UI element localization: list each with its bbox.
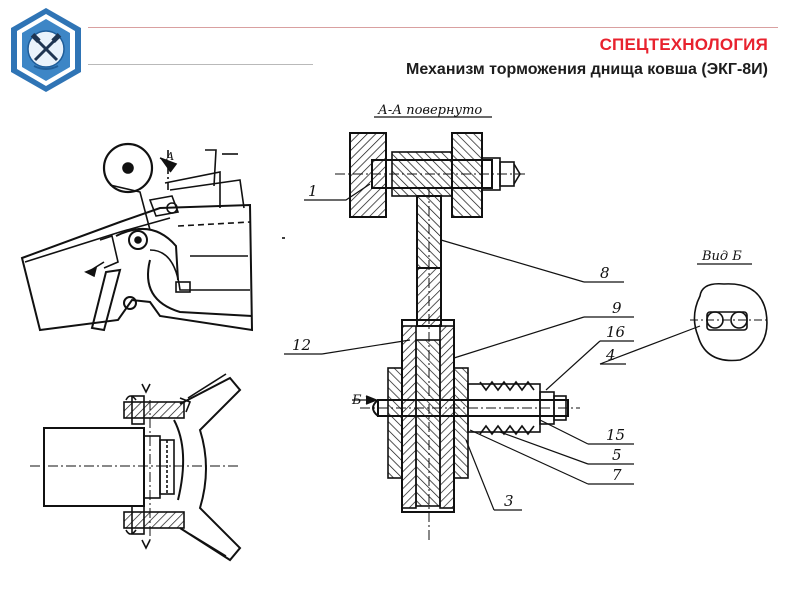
top-hatched-block-left bbox=[349, 132, 387, 218]
callout-15: 15 bbox=[606, 426, 625, 444]
callout-12: 12 bbox=[292, 336, 311, 354]
view-b-detail bbox=[690, 263, 770, 362]
callout-16: 16 bbox=[606, 323, 626, 341]
callout-4: 4 bbox=[605, 346, 616, 364]
top-hatched-block-right bbox=[451, 132, 483, 218]
bucket-plan-view bbox=[30, 373, 242, 562]
header-rule bbox=[88, 27, 778, 28]
callout-5: 5 bbox=[612, 446, 622, 464]
callout-7: 7 bbox=[612, 466, 622, 484]
plan-top-bolt bbox=[123, 383, 192, 425]
callout-9: 9 bbox=[612, 299, 622, 317]
slide-title: Механизм торможения днища ковша (ЭКГ-8И) bbox=[406, 61, 768, 78]
title-rule bbox=[88, 64, 313, 65]
section-a-a bbox=[335, 116, 580, 540]
callout-1: 1 bbox=[308, 182, 318, 200]
plan-bottom-bolt bbox=[123, 505, 185, 550]
bucket-side-view bbox=[20, 142, 285, 332]
slide-heading: СПЕЦТЕХНОЛОГИЯ bbox=[599, 35, 768, 54]
callout-8: 8 bbox=[600, 264, 610, 282]
callout-3: 3 bbox=[504, 492, 514, 510]
bolt-and-spring bbox=[352, 380, 580, 436]
section-a-a-label: А-А повернуто bbox=[377, 103, 482, 118]
arrow-a-label: А bbox=[165, 150, 174, 163]
arrow-b-label: Б bbox=[351, 393, 362, 408]
university-logo-icon bbox=[11, 8, 81, 92]
callout-leaders bbox=[284, 183, 701, 511]
view-b-label: Вид Б bbox=[701, 249, 742, 264]
connecting-rod-8 bbox=[416, 188, 442, 540]
